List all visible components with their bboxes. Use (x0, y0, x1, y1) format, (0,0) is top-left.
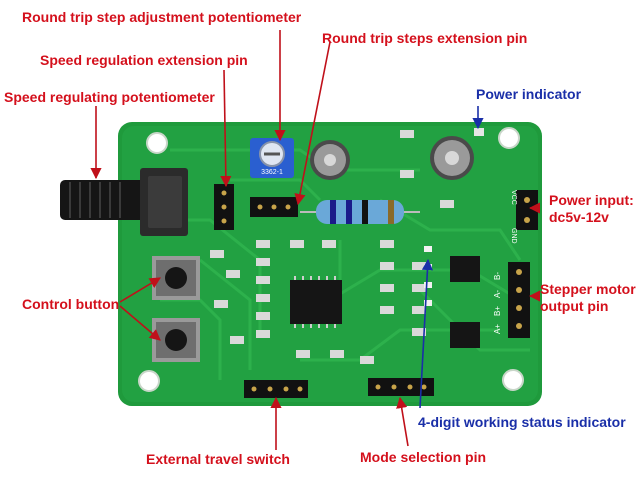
power-connector: GND VCC (510, 190, 538, 244)
vcc-silkscreen: VCC (510, 190, 517, 205)
label-control-button: Control button (22, 296, 120, 312)
pin-b-minus: B- (493, 272, 502, 280)
gnd-silkscreen: GND (510, 228, 517, 244)
control-button-bottom (152, 318, 200, 362)
capacitor-left (310, 140, 350, 180)
pin-b-plus: B+ (493, 306, 502, 316)
label-travel-switch: External travel switch (146, 451, 290, 467)
label-status-indicator: 4-digit working status indicator (418, 414, 626, 430)
mode-selection-header (368, 378, 434, 396)
travel-switch-header (244, 380, 308, 398)
pin-a-minus: A- (493, 290, 502, 298)
label-power-input-voltage: dc5v-12v (549, 209, 609, 225)
label-power-indicator: Power indicator (476, 86, 582, 102)
driver-ic-top (450, 256, 480, 282)
callout-arrows (90, 30, 541, 450)
main-ic (290, 276, 342, 328)
driver-ic-bottom (450, 322, 480, 348)
mounting-holes (138, 127, 524, 392)
label-stepper-output: Stepper motor (540, 281, 636, 297)
label-mode-selection: Mode selection pin (360, 449, 487, 465)
smd-components (210, 130, 454, 364)
label-round-trip-potentiometer: Round trip step adjustment potentiometer (22, 9, 302, 25)
round-trip-extension-header (250, 197, 298, 217)
pin-a-plus: A+ (493, 324, 502, 334)
label-stepper-output-pin: output pin (540, 298, 609, 314)
trimmer-code: 3362-1 (261, 169, 283, 176)
capacitor-right (430, 136, 474, 180)
resistor (300, 200, 420, 224)
speed-potentiometer (60, 168, 188, 236)
power-led (474, 128, 484, 136)
callout-arrows-blue (419, 106, 484, 409)
label-round-trip-extension-pin: Round trip steps extension pin (322, 30, 528, 46)
stepper-output-header: A+ B+ A- B- (493, 262, 530, 338)
label-speed-extension-pin: Speed regulation extension pin (40, 52, 248, 68)
round-trip-trimmer: 3362-1 (250, 138, 294, 178)
label-speed-potentiometer: Speed regulating potentiometer (4, 89, 215, 105)
speed-extension-header (214, 184, 234, 230)
label-power-input: Power input: (549, 192, 634, 208)
